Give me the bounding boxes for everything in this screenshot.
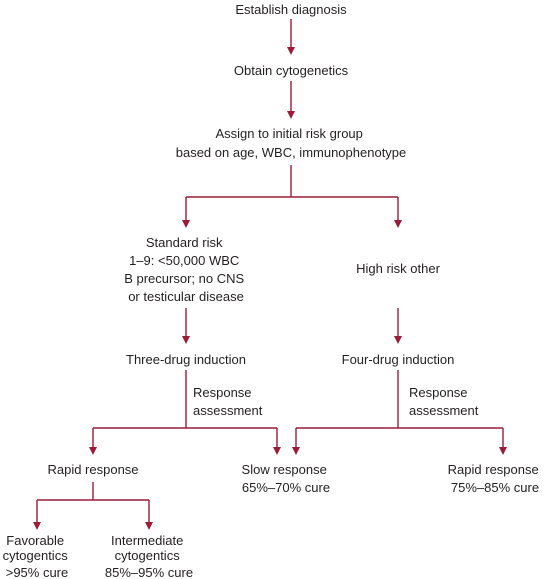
node-rapid-response-right: Rapid response 75%–85% cure (448, 462, 543, 495)
arrowhead (499, 447, 507, 455)
node-establish-diagnosis: Establish diagnosis (235, 2, 347, 17)
arrowhead (182, 220, 190, 228)
node-slow-response: Slow response 65%–70% cure (242, 462, 331, 495)
node-favorable-cytogenetics: Favorable cytogentics >95% cure (3, 533, 72, 579)
arrowhead (292, 447, 300, 455)
node-intermediate-cytogenetics: Intermediate cytogentics 85%–95% cure (105, 533, 193, 579)
node-rapid-response-left: Rapid response (47, 462, 138, 477)
arrowhead (394, 336, 402, 344)
arrowhead (287, 111, 295, 119)
connectors (33, 19, 507, 530)
arrowhead (394, 220, 402, 228)
node-three-drug-induction: Three-drug induction (126, 352, 246, 367)
arrowhead (287, 47, 295, 55)
node-obtain-cytogenetics: Obtain cytogenetics (234, 63, 349, 78)
node-four-drug-induction: Four-drug induction (342, 352, 455, 367)
label-response-assessment-right: Response assessment (409, 385, 479, 418)
arrowhead (33, 522, 41, 530)
arrowhead (182, 336, 190, 344)
label-response-assessment-left: Response assessment (193, 385, 263, 418)
node-standard-risk: Standard risk 1–9: <50,000 WBC B precurs… (124, 235, 248, 304)
arrowhead (145, 522, 153, 530)
node-high-risk-other: High risk other (356, 261, 440, 276)
arrowhead (273, 447, 281, 455)
node-assign-risk-group: Assign to initial risk group based on ag… (176, 126, 407, 160)
arrowhead (89, 447, 97, 455)
